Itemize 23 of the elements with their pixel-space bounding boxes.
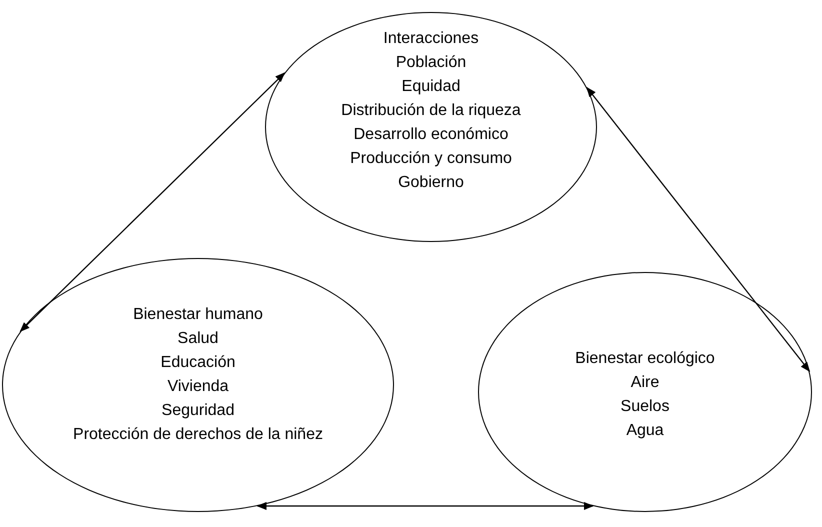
node-text: Bienestar ecológico [575, 349, 715, 369]
node-text: Equidad [402, 77, 460, 97]
node-text: Agua [626, 421, 664, 441]
ellipse-node [265, 12, 597, 242]
node-text: Educación [160, 353, 236, 373]
node-text: Seguridad [162, 401, 234, 421]
node-text: Aire [630, 373, 660, 393]
node-text: Protección de derechos de la niñez [73, 425, 323, 445]
node-text: Vivienda [167, 377, 229, 397]
node-text: Suelos [620, 397, 670, 417]
ellipse-node [478, 272, 812, 512]
node-text: Población [396, 53, 466, 73]
node-text: Distribución de la riqueza [341, 101, 521, 121]
node-text: Bienestar humano [133, 305, 263, 325]
ellipse-node [2, 258, 394, 512]
double-arrow [256, 502, 594, 510]
node-text: Gobierno [398, 173, 464, 193]
double-arrow [586, 86, 810, 372]
node-text: Salud [178, 329, 218, 349]
node-text: Interacciones [383, 29, 479, 49]
node-text: Desarrollo económico [354, 125, 508, 145]
double-arrow [20, 72, 286, 332]
node-text: Producción y consumo [350, 149, 512, 169]
